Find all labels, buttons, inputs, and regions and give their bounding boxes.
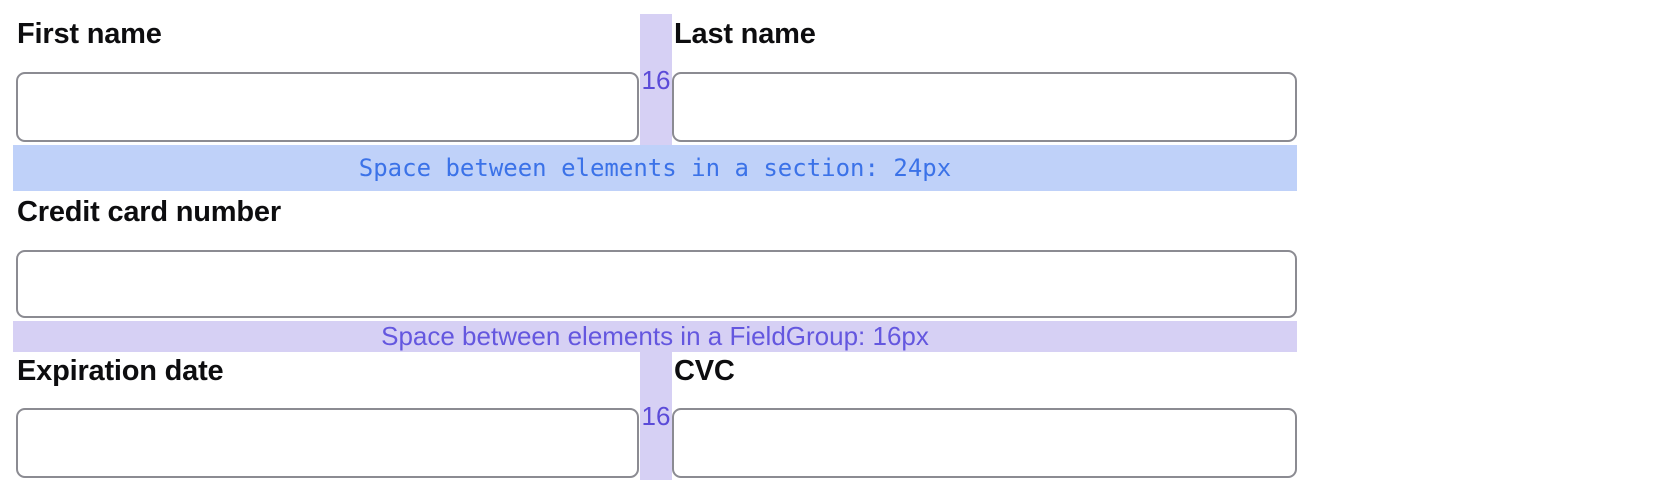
column-gap-band-top xyxy=(640,14,672,145)
cvc-input[interactable] xyxy=(672,408,1297,478)
fieldgroup-gap-band: Space between elements in a FieldGroup: … xyxy=(13,321,1297,352)
column-gap-label-top: 16 xyxy=(641,65,671,95)
credit-card-number-label: Credit card number xyxy=(17,196,281,228)
expiration-date-label: Expiration date xyxy=(17,355,224,387)
section-gap-text: Space between elements in a section: 24p… xyxy=(358,154,952,182)
cvc-label: CVC xyxy=(674,355,735,387)
column-gap-band-bottom xyxy=(640,352,672,480)
last-name-label: Last name xyxy=(674,18,816,50)
last-name-input[interactable] xyxy=(672,72,1297,142)
first-name-input[interactable] xyxy=(16,72,639,142)
credit-card-number-input[interactable] xyxy=(16,250,1297,318)
first-name-label: First name xyxy=(17,18,162,50)
section-gap-band: Space between elements in a section: 24p… xyxy=(13,145,1297,191)
expiration-date-input[interactable] xyxy=(16,408,639,478)
fieldgroup-gap-text: Space between elements in a FieldGroup: … xyxy=(381,321,929,351)
column-gap-label-bottom: 16 xyxy=(641,401,671,431)
